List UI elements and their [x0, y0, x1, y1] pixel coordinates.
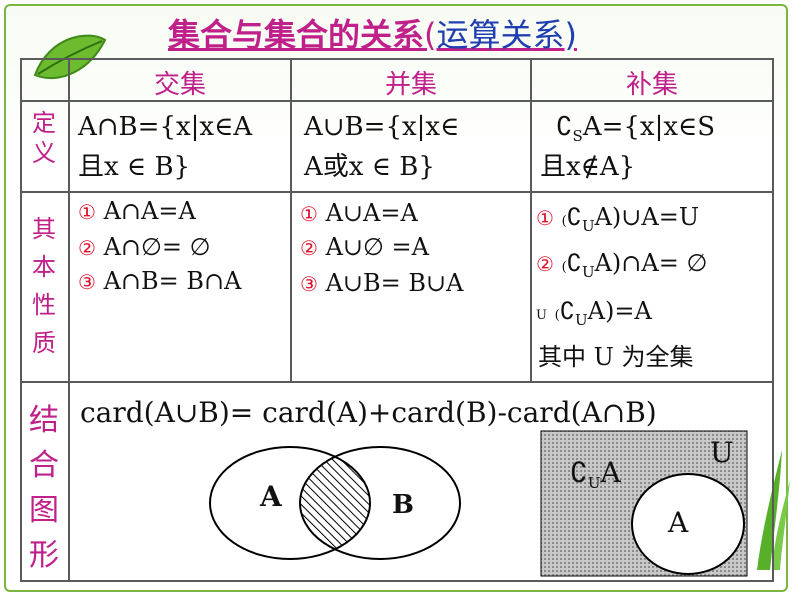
prop-text: A∩B= B∩A	[95, 267, 242, 295]
union-prop-2: ② A∪∅ =A	[300, 232, 429, 263]
prop-text: A∩A=A	[95, 197, 196, 225]
def-union-line1: A∪B={x|x∈	[304, 112, 460, 142]
prop-paren: (	[561, 260, 567, 275]
prop-text: =A	[614, 297, 652, 325]
complement-prop-3: U (∁UA)=A	[536, 296, 652, 335]
prop-number: ①	[536, 206, 554, 230]
prop-number: ②	[536, 252, 554, 276]
set-b-circle	[299, 446, 461, 560]
complement-subscript: U	[587, 474, 601, 492]
complement-symbol: ∁	[566, 249, 582, 277]
prop-text: A∩∅= ∅	[95, 233, 211, 261]
complement-subscript: U	[581, 263, 595, 281]
intersection-prop-1: ① A∩A=A	[78, 196, 196, 227]
card-formula: card(A∪B)= card(A)+card(B)-card(A∩B)	[80, 396, 657, 429]
complement-prop-1: ① (∁UA)∪A=U	[536, 202, 699, 241]
complement-note: 其中 U 为全集	[538, 343, 694, 371]
def-intersection-line2: 且x ∈ B}	[78, 152, 191, 182]
header-union: 并集	[384, 70, 437, 100]
header-intersection: 交集	[153, 70, 206, 100]
table-line	[20, 100, 774, 102]
grass-decoration-icon	[757, 450, 790, 570]
def-union-line2: A或x ∈ B}	[304, 152, 435, 182]
complement-subscript: U	[574, 311, 588, 329]
prop-text: A∪A=A	[317, 199, 418, 227]
table-line	[530, 58, 532, 381]
complement-set: A	[600, 456, 621, 489]
complement-symbol: ∁	[566, 203, 582, 231]
venn-label-b: B	[392, 490, 414, 520]
def-complement-text: A={x|x∈S	[582, 112, 716, 142]
table-line	[20, 580, 774, 582]
prop-universe: U	[536, 308, 547, 323]
prop-text: A)	[587, 297, 615, 325]
intersection-prop-2: ② A∩∅= ∅	[78, 232, 211, 263]
table-line	[772, 58, 774, 582]
prop-number: ①	[78, 200, 96, 224]
complement-symbol: ∁	[570, 456, 588, 489]
prop-number: ②	[300, 236, 318, 260]
prop-text: ∩A= ∅	[621, 249, 708, 277]
prop-text: A∪B= B∪A	[317, 269, 464, 297]
relations-table: 交集 并集 补集 定义 其本性质 结合图形 A∩B={x|x∈A 且x ∈ B}…	[20, 58, 774, 582]
inner-set-label: A	[668, 506, 689, 539]
complement-prop-2: ② (∁UA)∩A= ∅	[536, 248, 707, 287]
union-prop-1: ① A∪A=A	[300, 198, 418, 229]
title-close-paren: )	[564, 16, 577, 54]
table-line	[20, 58, 774, 60]
row-label-figure: 结合图形	[29, 403, 59, 573]
table-line	[290, 58, 292, 381]
prop-text: ∪A=U	[621, 203, 700, 231]
complement-symbol: ∁	[559, 297, 575, 325]
header-complement: 补集	[625, 70, 678, 100]
title-open-paren: (	[424, 16, 437, 54]
complement-subscript: S	[572, 127, 583, 145]
row-label-definition: 定义	[32, 109, 56, 167]
prop-number: ③	[78, 270, 96, 294]
table-line	[20, 58, 22, 582]
title-main: 集合与集合的关系	[168, 16, 425, 54]
set-a-circle	[209, 446, 371, 560]
prop-text: A)	[594, 249, 622, 277]
prop-text: A∪∅ =A	[317, 233, 429, 261]
prop-paren: (	[561, 214, 567, 229]
union-prop-3: ③ A∪B= B∪A	[300, 268, 463, 299]
def-complement-line2: 且x∉A}	[540, 152, 636, 182]
intersection-prop-3: ③ A∩B= B∩A	[78, 266, 241, 297]
table-line	[20, 381, 774, 383]
prop-text: A)	[594, 203, 622, 231]
prop-number: ③	[300, 272, 318, 296]
complement-label: ∁UA	[570, 456, 621, 500]
complement-symbol: ∁	[556, 112, 573, 142]
set-a-ellipse	[631, 473, 745, 575]
row-label-properties: 其本性质	[32, 215, 56, 357]
prop-number: ②	[78, 236, 96, 260]
intersection-region	[300, 447, 370, 559]
complement-subscript: U	[581, 217, 595, 235]
table-line	[20, 191, 774, 193]
table-line	[68, 58, 70, 582]
universe-label: U	[710, 436, 734, 469]
venn-label-a: A	[260, 480, 282, 513]
prop-paren: (	[554, 308, 560, 323]
def-complement-line1: ∁SA={x|x∈S	[556, 110, 715, 153]
page-title: 集合与集合的关系(运算关系)	[168, 10, 577, 56]
leaf-decoration-icon	[33, 34, 107, 80]
complement-diagram	[540, 430, 748, 577]
prop-number: ①	[300, 202, 318, 226]
def-intersection-line1: A∩B={x|x∈A	[78, 112, 253, 142]
title-sub: 运算关系	[436, 16, 565, 54]
venn-union-diagram	[209, 446, 461, 560]
